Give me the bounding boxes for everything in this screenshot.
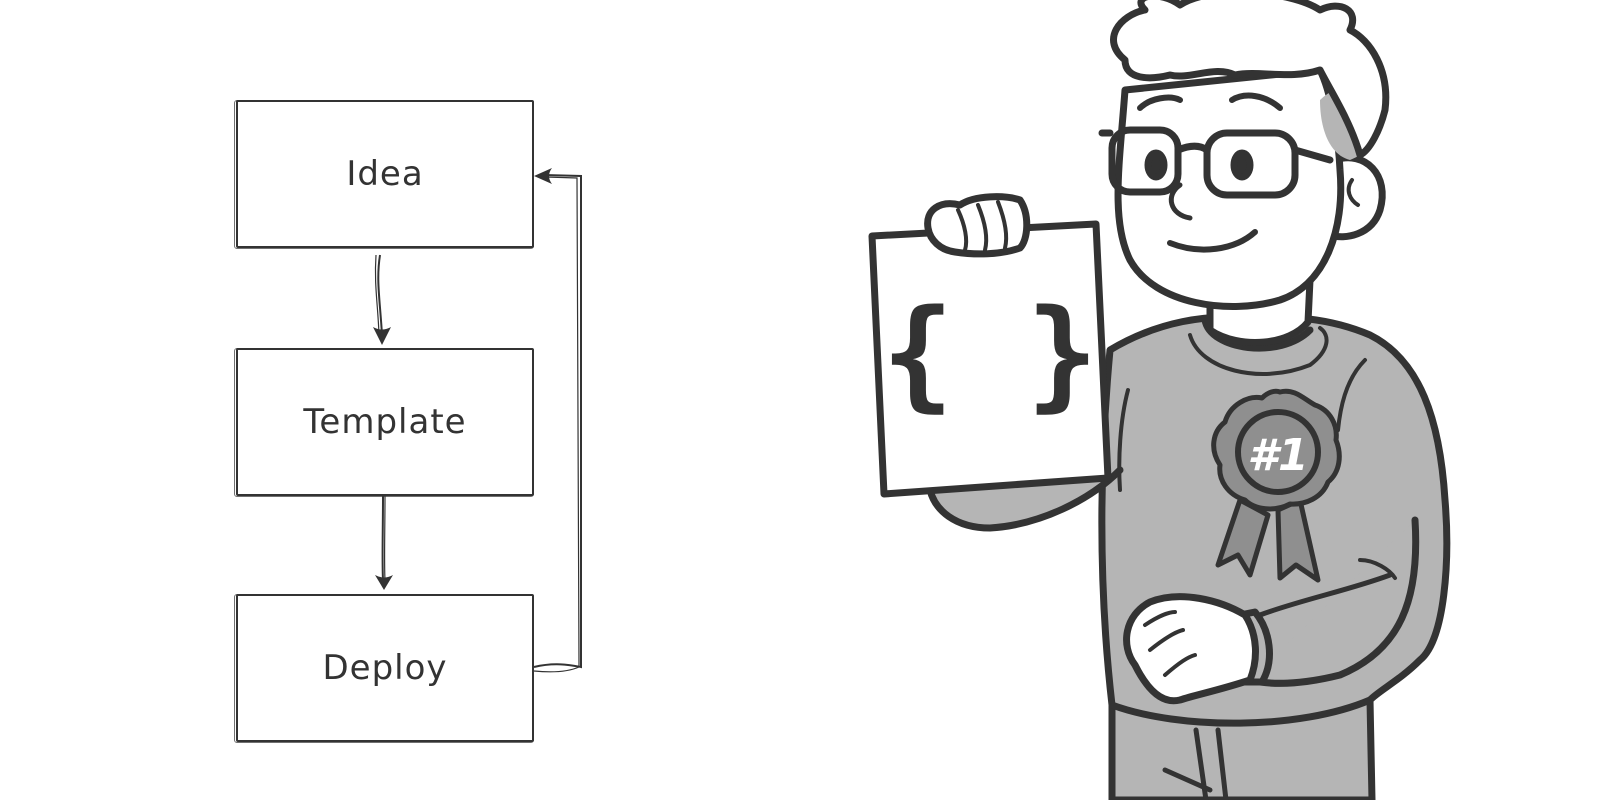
flow-node-label: Deploy <box>322 648 448 688</box>
arm-across <box>1123 516 1420 705</box>
flow-node-deploy[interactable]: Deploy <box>234 594 534 743</box>
flow-node-label: Template <box>303 402 467 442</box>
sign-braces-text: { } <box>882 285 1099 424</box>
head <box>1098 0 1390 310</box>
arrow-deploy-to-idea-loop <box>533 168 582 673</box>
arm-holding-sign <box>926 466 1124 532</box>
flow-node-idea[interactable]: Idea <box>234 100 534 249</box>
arrow-template-to-deploy <box>375 494 393 590</box>
award-ribbon-badge <box>1211 388 1342 583</box>
arrow-idea-to-template <box>373 254 391 345</box>
badge-number-text: #1 <box>1247 430 1308 481</box>
flow-node-label: Idea <box>346 154 424 194</box>
hand-on-sign <box>924 193 1031 258</box>
